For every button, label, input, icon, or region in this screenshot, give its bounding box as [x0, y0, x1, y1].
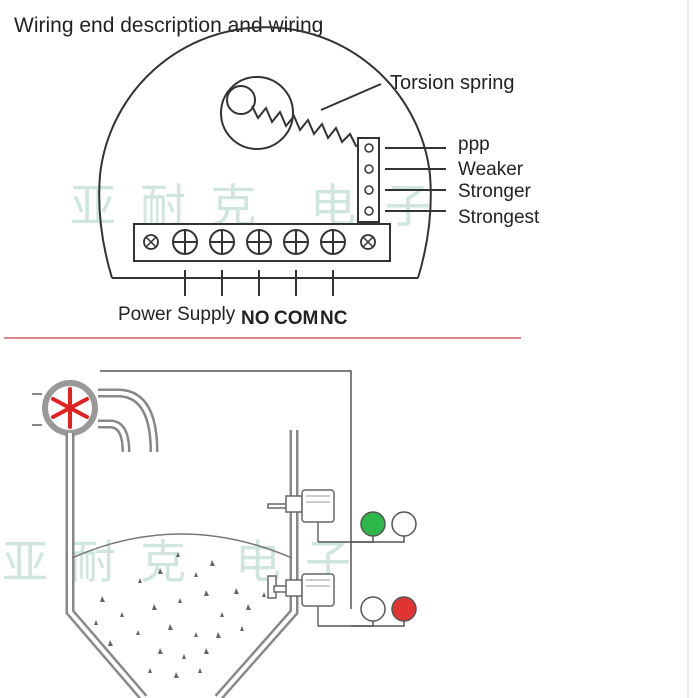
inlet-pipe: [32, 388, 159, 453]
contact-label-no: NO: [241, 308, 270, 329]
diagram-title: Wiring end description and wiring: [14, 14, 323, 37]
adjust-label-weaker: Weaker: [458, 159, 524, 180]
contact-label-com: COM: [274, 308, 318, 329]
adjust-label-ppp: ppp: [458, 134, 490, 155]
terminal-screw-left: [143, 234, 159, 250]
upper-indicator-off-lamp: [391, 511, 417, 537]
valve-control-line: [100, 370, 352, 609]
adjust-hole-strongest: [364, 206, 374, 216]
terminal-screw-right: [360, 234, 376, 250]
silo-walls: [65, 430, 299, 698]
watermark-upper: 亚 耐 克 电 子: [70, 179, 431, 233]
lower-level-switch: [267, 573, 335, 626]
valve: [42, 380, 98, 436]
terminal-4: [283, 229, 309, 255]
terminal-1: [172, 229, 198, 255]
watermark-low-char-2: 耐: [70, 535, 116, 589]
adjust-label-stronger: Stronger: [458, 181, 532, 202]
terminal-3: [246, 229, 272, 255]
spring-hub: [220, 76, 294, 150]
switch-housing-outline: [98, 26, 432, 279]
terminal-leads: [184, 270, 334, 296]
adjust-hole-weaker: [364, 164, 374, 174]
spring-hub-outer-circle: [220, 76, 294, 150]
terminal-5: [320, 229, 346, 255]
spring-hub-inner-circle: [226, 85, 256, 115]
valve-spokes: [51, 387, 89, 429]
material-particles: [94, 552, 266, 678]
watermark-char-1: 亚: [70, 179, 116, 233]
torsion-spring: [251, 105, 365, 148]
terminal-block: [133, 223, 391, 262]
torsion-spring-label: Torsion spring: [390, 72, 515, 94]
watermark-low-char-3: 克: [140, 535, 186, 589]
upper-level-switch: [267, 489, 335, 542]
terminal-2: [209, 229, 235, 255]
upper-indicator-green-lamp: [360, 511, 386, 537]
watermark-low-char-1: 亚: [2, 535, 48, 589]
power-supply-label: Power Supply: [118, 304, 236, 325]
adjustment-plate: [357, 137, 380, 223]
indicator-wiring: [318, 535, 405, 627]
watermark-char-5: 子: [385, 179, 431, 233]
adjust-hole-stronger: [364, 185, 374, 195]
spring-leader-line: [320, 83, 382, 111]
contact-label-nc: NC: [320, 308, 348, 329]
adjust-leader-lines: [385, 147, 446, 212]
adjust-hole-ppp: [364, 143, 374, 153]
lower-indicator-off-lamp: [360, 596, 386, 622]
adjust-label-strongest: Strongest: [458, 207, 540, 228]
lower-indicator-red-lamp: [391, 596, 417, 622]
material-surface: [71, 533, 293, 559]
